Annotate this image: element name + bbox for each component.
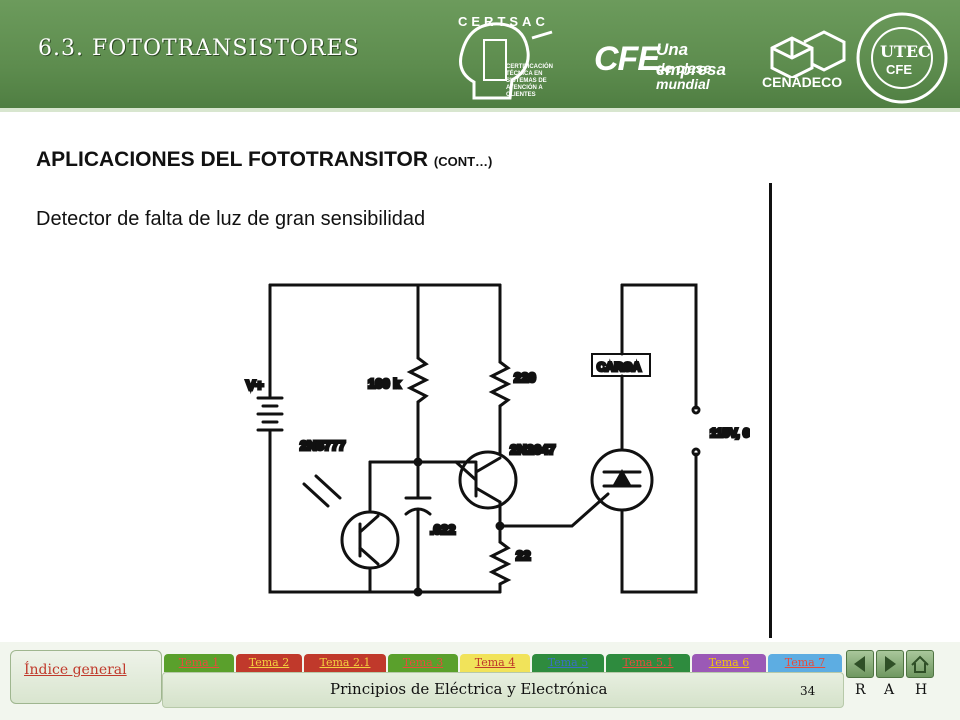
utec-mark-line2: CFE (886, 62, 912, 77)
tab-tema-1[interactable]: Tema 1 (164, 654, 234, 672)
tab-tema-7[interactable]: Tema 7 (768, 654, 842, 672)
battery-icon (256, 396, 284, 432)
utec-logo: UTEC CFE (852, 10, 952, 106)
footer-panel (162, 672, 844, 708)
page-number: 34 (800, 684, 816, 698)
vertical-divider (769, 183, 772, 638)
label-phototransistor: 2N5777 (300, 438, 346, 453)
tab-tema-2-1[interactable]: Tema 2.1 (304, 654, 386, 672)
wire-left-rail-lower (268, 428, 502, 594)
label-capacitor: .022 (430, 522, 455, 537)
forward-button[interactable] (876, 650, 904, 678)
label-ujt: 2N2647 (510, 442, 556, 457)
cfe-slogan-line2: de clase mundial (656, 60, 712, 92)
back-button[interactable] (846, 650, 874, 678)
arrow-right-icon (885, 656, 896, 672)
tab-tema-4[interactable]: Tema 4 (460, 654, 530, 672)
section-title: 6.3. FOTOTRANSISTORES (38, 36, 360, 61)
ujt-icon (454, 450, 518, 510)
label-supply: V+ (246, 377, 264, 393)
wire-right-rail (620, 283, 698, 410)
resistor-220-icon (488, 360, 512, 408)
home-button[interactable] (906, 650, 934, 678)
cfe-slogan-line1: Una empresa (656, 40, 726, 79)
header-divider (0, 108, 960, 112)
course-title: Principios de Eléctrica y Electrónica (330, 680, 608, 698)
tab-tema-6[interactable]: Tema 6 (692, 654, 766, 672)
home-label: H (915, 682, 928, 698)
certsac-wordmark: CERTSAC (458, 14, 549, 29)
label-resistor-22: 22 (516, 548, 530, 563)
capacitor-icon (404, 496, 432, 594)
phototransistor-icon (302, 460, 400, 594)
certsac-caption: CERTIFICACIÓN TÉCNICA EN SISTEMAS DE ATE… (506, 64, 553, 98)
cenadeco-wordmark: CENADECO (762, 74, 843, 90)
header-banner (0, 0, 960, 112)
cenadeco-logo: CENADECO (758, 28, 848, 98)
tab-tema-2[interactable]: Tema 2 (236, 654, 302, 672)
home-icon (911, 655, 929, 673)
label-ac-source: 115V, 60Hz (710, 426, 750, 440)
cfe-logo: CFE Una empresa de clase mundial (594, 36, 754, 92)
circuit-diagram: V+ 2N5777 100 k .022 220 2N2647 22 CARGA… (245, 283, 750, 597)
label-load: CARGA (597, 360, 641, 374)
slide-heading: APLICACIONES DEL FOTOTRANSITOR (CONT…) (36, 148, 492, 172)
resistor-100k-icon (406, 356, 430, 404)
cfe-wordmark: CFE (594, 40, 660, 78)
certsac-logo: CERTSAC CERTIFICACIÓN TÉCNICA EN SISTEMA… (440, 12, 560, 102)
cenadeco-cubes-icon (770, 30, 846, 80)
tab-tema-5-1[interactable]: Tema 5.1 (606, 654, 690, 672)
slide-heading-text: APLICACIONES DEL FOTOTRANSITOR (36, 148, 429, 171)
tab-tema-3[interactable]: Tema 3 (388, 654, 458, 672)
forward-label: A (884, 682, 895, 698)
slide-subtitle: Detector de falta de luz de gran sensibi… (36, 208, 426, 230)
utec-mark-line1: UTEC (880, 42, 931, 61)
index-link[interactable]: Índice general (24, 662, 127, 678)
back-label: R (855, 682, 866, 698)
tab-tema-5[interactable]: Tema 5 (532, 654, 604, 672)
resistor-22-icon (488, 540, 512, 586)
triac-icon (590, 448, 654, 512)
index-box (10, 650, 162, 704)
label-resistor-220: 220 (514, 370, 536, 385)
certsac-emblem-icon (459, 22, 553, 100)
load-box (591, 353, 651, 377)
arrow-left-icon (854, 656, 865, 672)
label-resistor-100k: 100 k (368, 376, 401, 391)
slide-heading-suffix: (CONT…) (433, 154, 493, 169)
utec-seal-icon (856, 12, 948, 104)
